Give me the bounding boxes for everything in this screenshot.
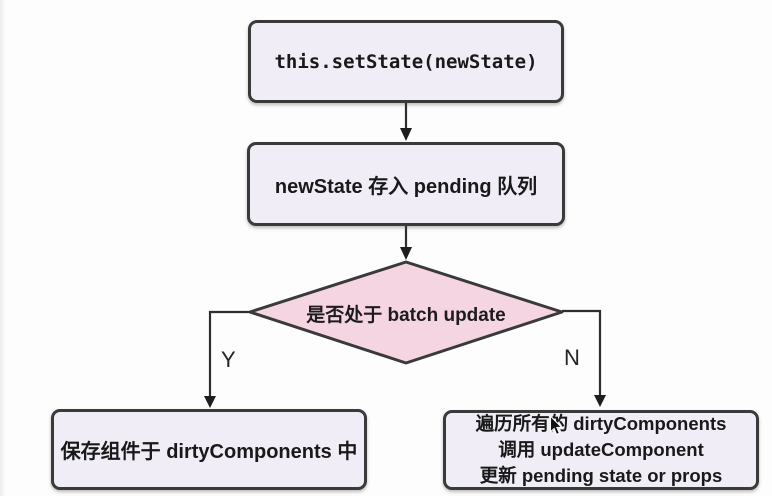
process-line-3: 更新 pending state or props: [479, 465, 723, 486]
decision-diamond-shape: [248, 260, 564, 365]
process-line-1: 遍历所有的 dirtyComponents: [475, 413, 727, 434]
node-process-dirty-components: 遍历所有的 dirtyComponents 调用 updateComponent…: [443, 410, 759, 490]
node-save-dirty-components-label: 保存组件于 dirtyComponents 中: [60, 441, 358, 463]
arrowhead-icon: [400, 128, 412, 141]
edge-decision-no: [562, 309, 606, 407]
node-save-dirty-components: 保存组件于 dirtyComponents 中: [51, 409, 367, 490]
arrowhead-icon: [594, 395, 606, 407]
arrowhead-icon: [400, 247, 412, 260]
edge-label-yes: Y: [221, 347, 236, 372]
edge-decision-yes: [204, 310, 250, 408]
edge-pending-to-decision: [400, 226, 412, 260]
edge-label-no: N: [564, 345, 580, 370]
node-pending-queue-label: newState 存入 pending 队列: [274, 175, 538, 198]
node-batch-update-decision-label: 是否处于 batch update: [306, 305, 506, 326]
arrowhead-icon: [204, 396, 216, 408]
node-setstate: this.setState(newState): [248, 20, 564, 103]
node-pending-queue: newState 存入 pending 队列: [247, 142, 565, 226]
process-line-2: 调用 updateComponent: [498, 439, 704, 460]
node-setstate-label: this.setState(newState): [274, 50, 538, 73]
edge-setstate-to-pending: [400, 103, 412, 141]
